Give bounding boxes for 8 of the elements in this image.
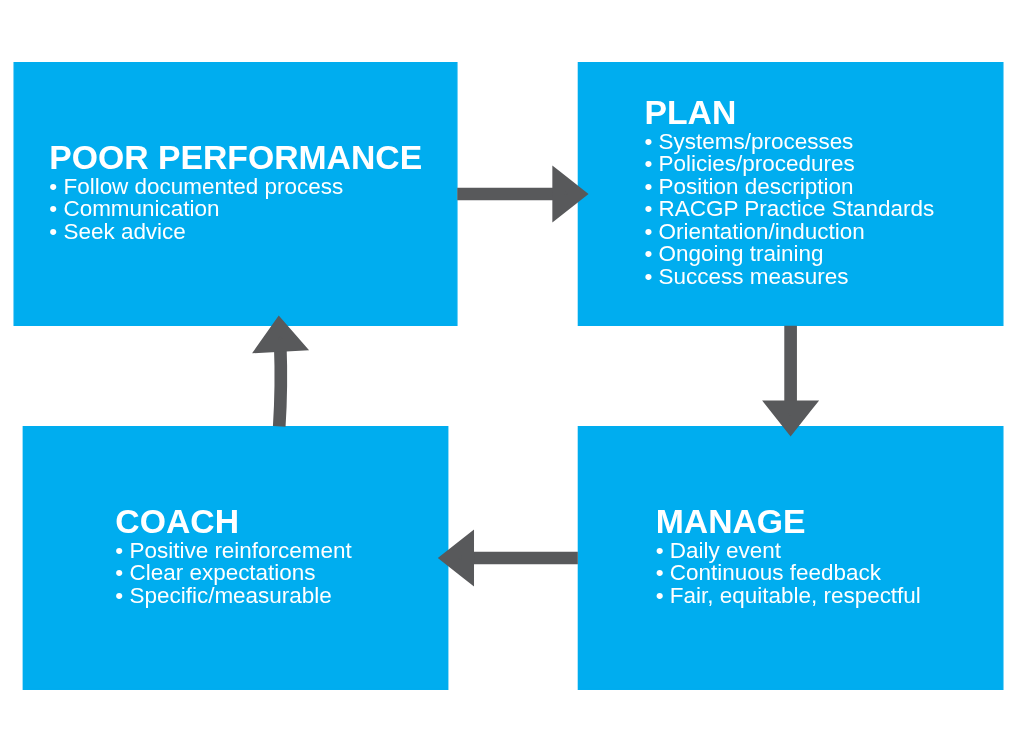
arrow: [437, 529, 578, 587]
arrow: [252, 315, 310, 427]
node-box: POOR PERFORMANCE • Follow documented process • Communication • Seek advice: [13, 61, 458, 327]
node-box: MANAGE • Daily event • Continuous feedback • Fair, equitable, respectful: [577, 425, 1004, 691]
node-box: PLAN • Systems/processes • Policies/procedures • Position description • RACGP Practice Standards • Orientation/induction • Ongoing training • Success measures: [577, 61, 1004, 327]
arrow: [457, 165, 589, 223]
arrow: [762, 325, 820, 437]
node-box: COACH • Positive reinforcement • Clear expectations • Specific/measurable: [22, 425, 449, 691]
